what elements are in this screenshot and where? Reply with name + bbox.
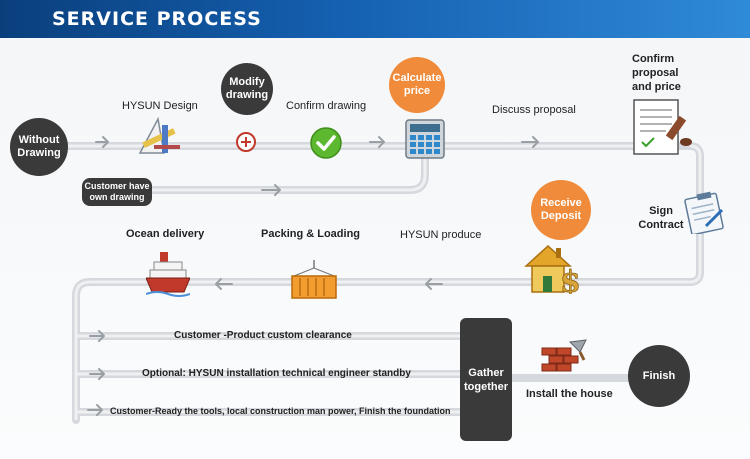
page-title: SERVICE PROCESS [52,8,262,30]
node-gather-together: Gather together [460,318,512,441]
node-receive-deposit: Receive Deposit [531,180,591,240]
house-dollar-icon: $ [524,244,580,294]
checkmark-icon [310,127,342,159]
node-modify-drawing: Modify drawing [221,63,273,115]
arrow-1 [95,136,109,148]
svg-text:$: $ [560,265,580,294]
arrow-lane-1 [89,330,105,342]
label-confirm-proposal: Confirm proposal and price [632,53,681,93]
arrow-4 [261,184,281,196]
header-bar: SERVICE PROCESS [0,0,750,38]
node-without-drawing: Without Drawing [10,118,68,176]
cargo-ship-icon [146,252,190,297]
diagram-canvas [0,38,750,459]
brick-wall-trowel-icon [541,339,587,372]
label-install-house: Install the house [526,388,613,400]
path-own-drawing [146,146,429,194]
design-tools-icon [138,116,180,154]
node-customer-own-drawing: Customer have own drawing [82,178,152,206]
arrow-2 [369,136,385,148]
arrow-5 [425,278,443,290]
arrow-3 [521,136,539,148]
calculator-icon [405,119,445,159]
label-confirm-drawing: Confirm drawing [286,100,367,112]
label-discuss-proposal: Discuss proposal [492,104,576,116]
lane-text-2: Optional: HYSUN installation technical e… [142,368,411,379]
arrow-lane-2 [89,368,105,380]
label-sign-contract: Sign Contract [638,205,684,231]
add-circle-icon [236,132,256,152]
lane-text-1: Customer -Product custom clearance [174,330,352,341]
node-calculate-price: Calculate price [389,57,445,113]
node-finish: Finish [628,345,690,407]
label-packing-loading: Packing & Loading [261,228,361,240]
label-ocean-delivery: Ocean delivery [126,228,205,240]
clipboard-contract-icon [684,191,724,234]
label-hysun-produce: HYSUN produce [400,229,482,241]
shipping-container-icon [291,260,337,299]
label-hysun-design: HYSUN Design [122,100,198,112]
lane-text-3: Customer-Ready the tools, local construc… [110,406,451,416]
document-seal-icon [633,99,692,155]
arrow-6 [215,278,233,290]
arrow-lane-3 [87,404,103,416]
